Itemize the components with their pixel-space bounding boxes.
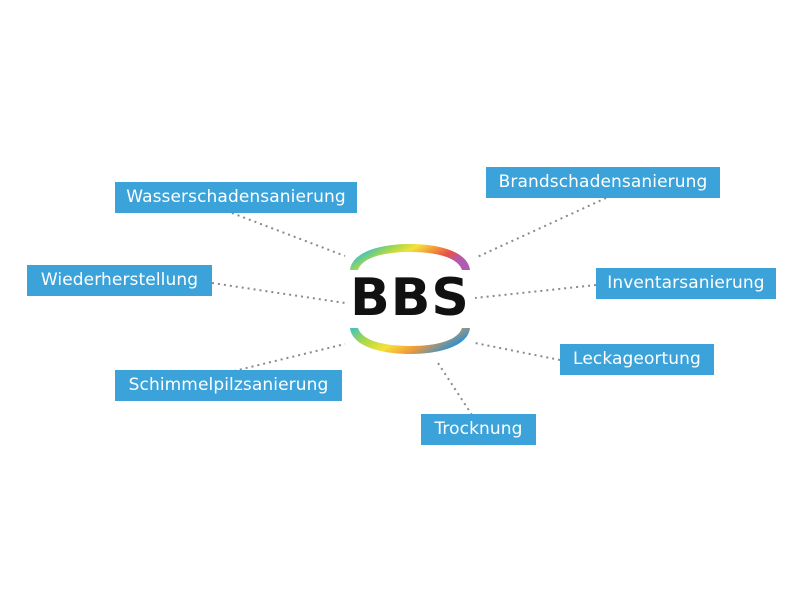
node-schimmelpilzsanierung: Schimmelpilzsanierung xyxy=(115,370,342,401)
logo-ring-graphic xyxy=(350,244,470,354)
connector-trocknung xyxy=(437,362,473,416)
node-brandschadensanierung: Brandschadensanierung xyxy=(486,167,720,198)
bbs-logo: BBS xyxy=(340,238,480,360)
connector-brandschadensanierung xyxy=(474,197,607,259)
node-wasserschadensanierung: Wasserschadensanierung xyxy=(115,182,357,213)
node-trocknung: Trocknung xyxy=(421,414,536,445)
connector-inventarsanierung xyxy=(474,284,597,299)
connector-leckageortung xyxy=(474,342,561,361)
connector-wiederherstellung xyxy=(211,282,346,304)
node-wiederherstellung: Wiederherstellung xyxy=(27,265,212,296)
logo-text: BBS xyxy=(350,268,470,328)
node-inventarsanierung: Inventarsanierung xyxy=(596,268,776,299)
connector-wasserschadensanierung xyxy=(231,212,346,257)
connector-schimmelpilzsanierung xyxy=(233,343,346,372)
node-leckageortung: Leckageortung xyxy=(560,344,714,375)
